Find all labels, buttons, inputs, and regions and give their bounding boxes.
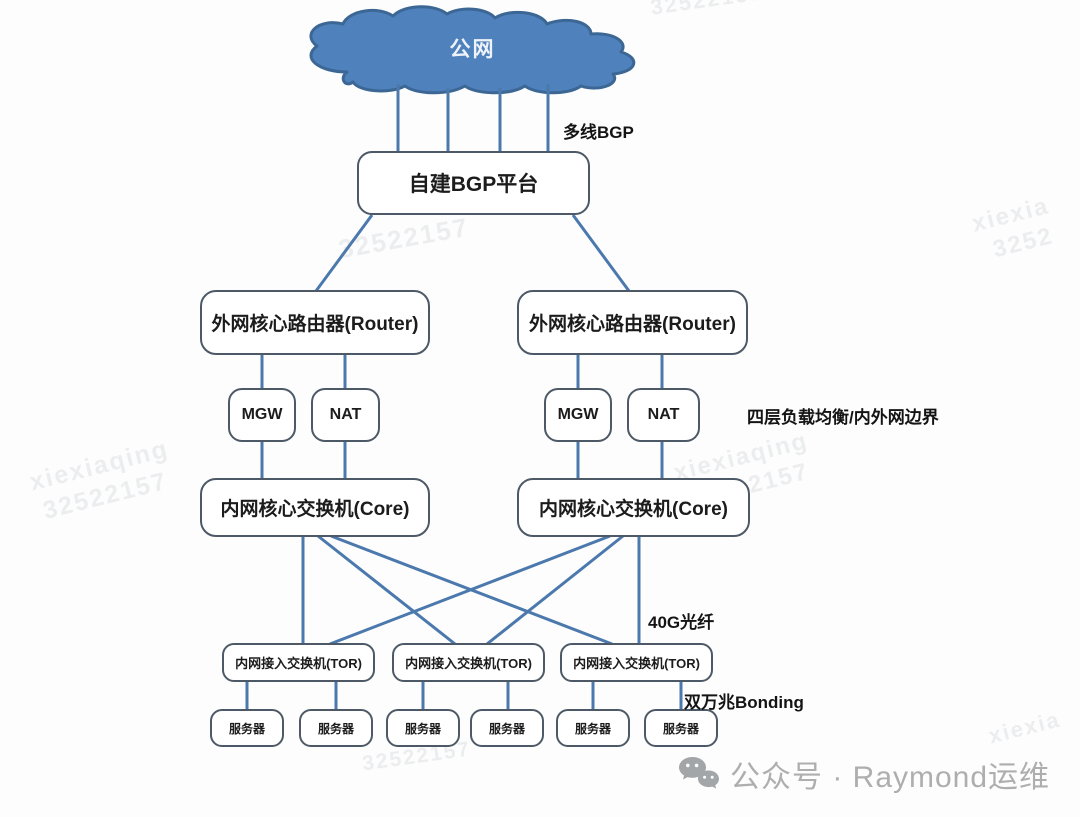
node-router-left: 外网核心路由器(Router) (200, 290, 430, 355)
server-1-label: 服务器 (228, 721, 265, 736)
node-bgp-platform: 自建BGP平台 (357, 151, 590, 215)
node-server-1: 服务器 (210, 709, 284, 747)
router-right-label: 外网核心路由器(Router) (529, 314, 736, 335)
edge-coreR-tor1 (329, 534, 611, 646)
server-6-label: 服务器 (662, 721, 699, 736)
node-server-2: 服务器 (299, 709, 373, 747)
edge-coreR-tor2 (486, 534, 624, 646)
node-public-cloud: 公网 (295, 8, 650, 88)
edge-bgp-router-left (314, 214, 374, 292)
node-nat-left: NAT (311, 388, 380, 442)
node-tor-2: 内网接入交换机(TOR) (392, 643, 545, 682)
node-server-6: 服务器 (644, 709, 718, 747)
node-tor-3: 内网接入交换机(TOR) (560, 643, 713, 682)
node-server-3: 服务器 (386, 709, 460, 747)
bgp-platform-label: 自建BGP平台 (408, 173, 539, 196)
core-left-label: 内网核心交换机(Core) (220, 499, 410, 520)
server-2-label: 服务器 (317, 721, 354, 736)
server-5-label: 服务器 (574, 721, 611, 736)
nat-right-label: NAT (647, 406, 680, 423)
router-left-label: 外网核心路由器(Router) (211, 314, 419, 335)
server-4-label: 服务器 (488, 721, 525, 736)
node-core-left: 内网核心交换机(Core) (200, 478, 430, 537)
edge-coreL-tor2 (317, 534, 456, 646)
node-server-4: 服务器 (470, 709, 544, 747)
tor-3-label: 内网接入交换机(TOR) (573, 656, 700, 671)
edge-bgp-router-right (571, 214, 631, 292)
label-bonding: 双万兆Bonding (684, 693, 804, 712)
core-right-label: 内网核心交换机(Core) (539, 499, 728, 520)
footer-credit-text: 公众号 · Raymond运维 (730, 761, 1051, 794)
node-core-right: 内网核心交换机(Core) (517, 478, 750, 537)
nat-left-label: NAT (329, 406, 362, 423)
wechat-icon (678, 756, 720, 792)
footer-credit: 公众号 · Raymond运维 (678, 752, 1050, 796)
node-mgw-right: MGW (544, 388, 612, 442)
tor-1-label: 内网接入交换机(TOR) (235, 656, 362, 671)
node-nat-right: NAT (627, 388, 700, 442)
tor-2-label: 内网接入交换机(TOR) (405, 656, 532, 671)
node-tor-1: 内网接入交换机(TOR) (222, 643, 375, 682)
public-cloud-shape (309, 5, 636, 95)
public-cloud-label: 公网 (449, 38, 496, 61)
label-multiline-bgp: 多线BGP (563, 123, 634, 142)
node-mgw-left: MGW (228, 388, 296, 442)
mgw-left-label: MGW (241, 406, 283, 423)
label-l4-boundary: 四层负载均衡/内外网边界 (747, 408, 939, 427)
node-server-5: 服务器 (556, 709, 630, 747)
node-router-right: 外网核心路由器(Router) (517, 290, 748, 355)
label-40g-fiber: 40G光纤 (648, 613, 715, 632)
mgw-right-label: MGW (557, 406, 599, 423)
server-3-label: 服务器 (404, 721, 441, 736)
